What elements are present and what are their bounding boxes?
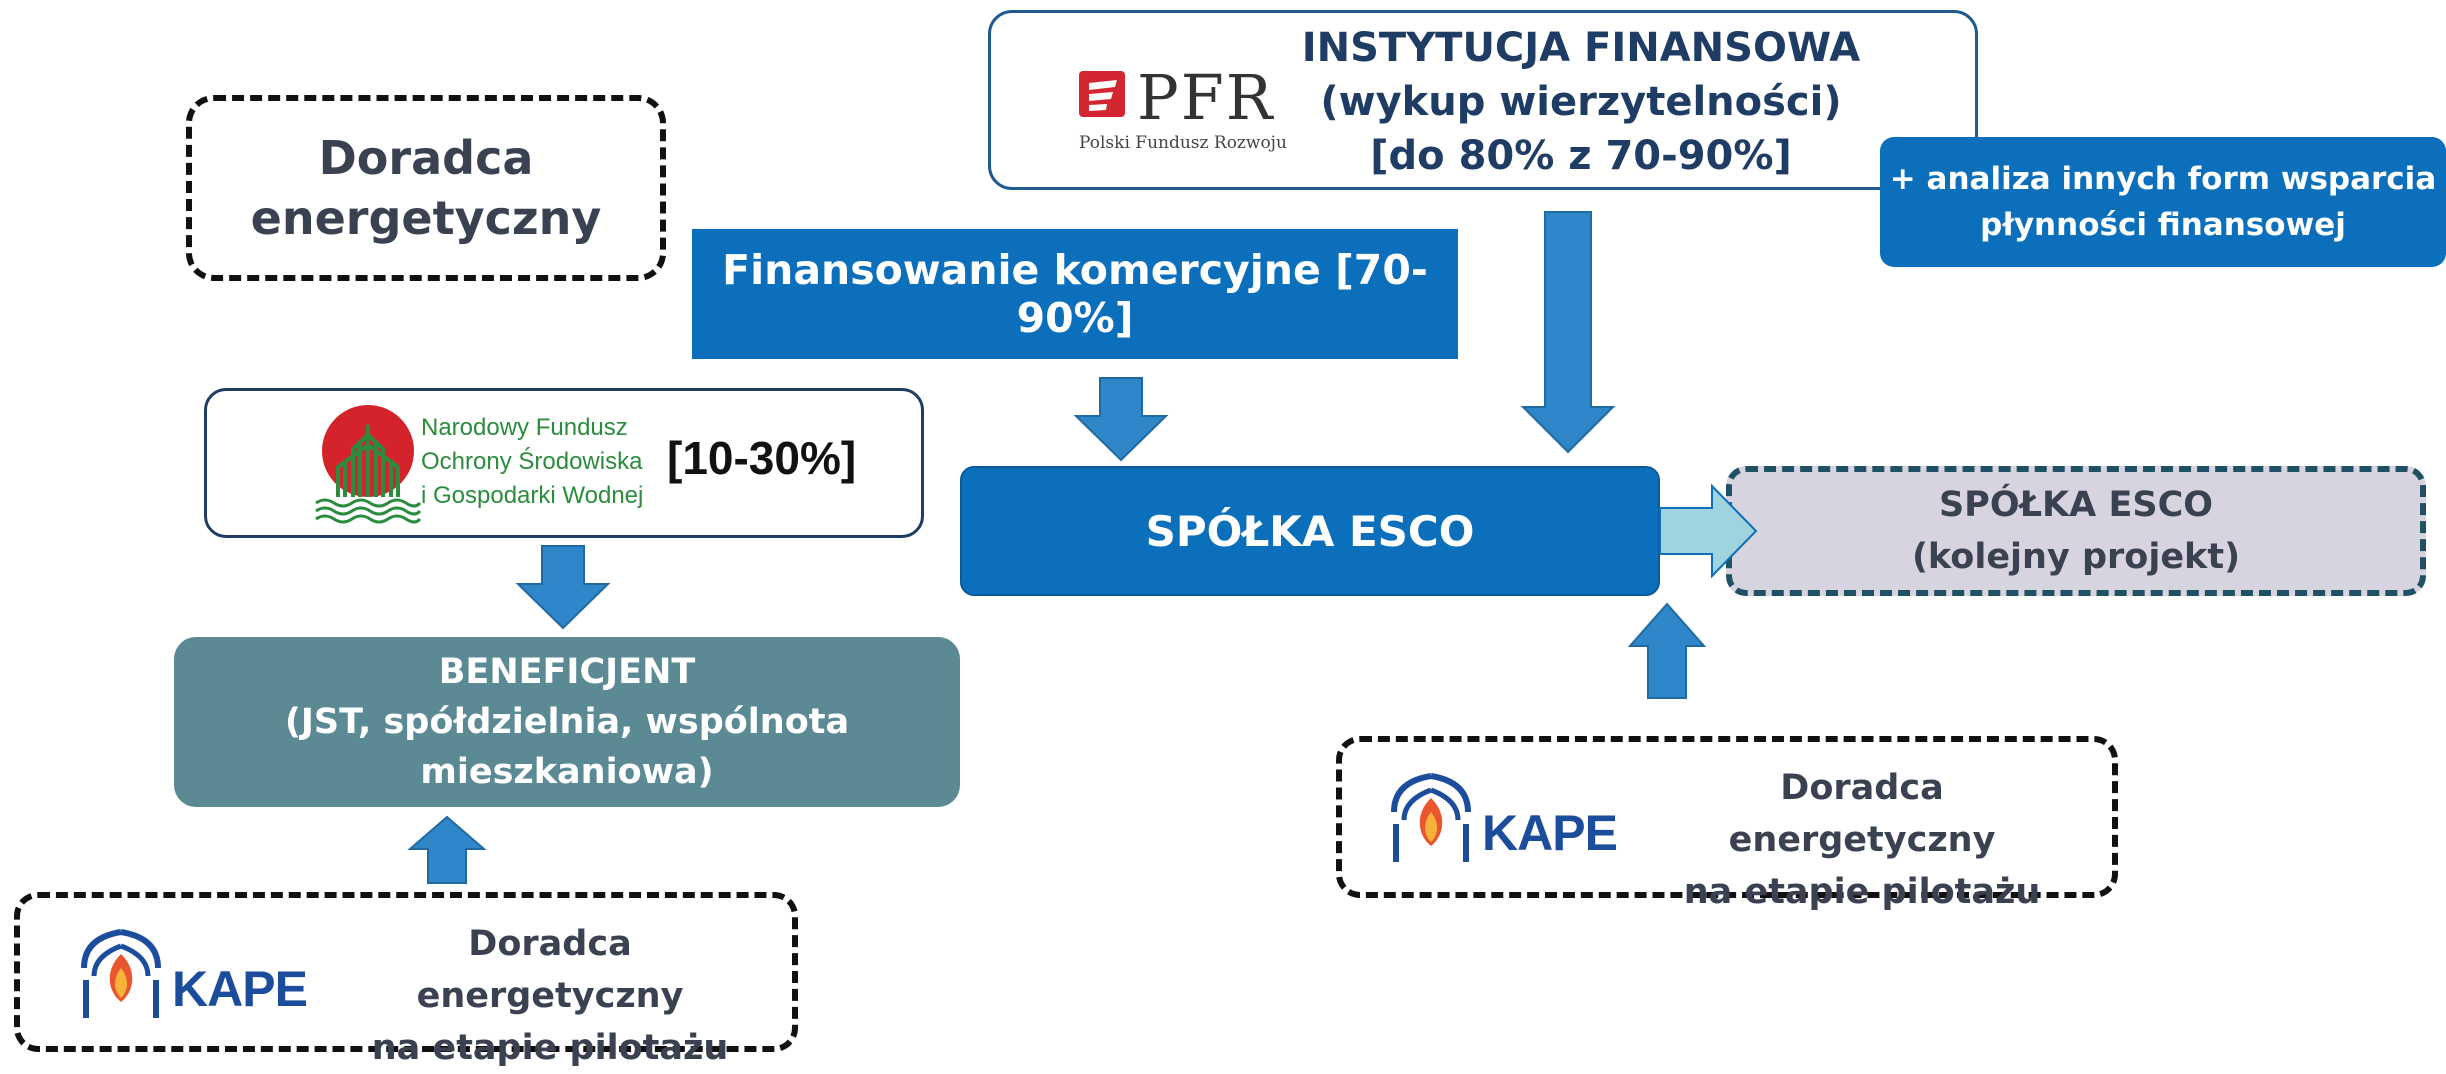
financial-institution-label: INSTYTUCJA FINANSOWA (wykup wierzytelnoś…: [1301, 25, 1861, 179]
advisor-top-label: Doradca energetyczny: [250, 131, 602, 245]
esco-box: SPÓŁKA ESCO: [960, 466, 1660, 596]
commercial-financing-label: Finansowanie komercyjne [70-90%]: [722, 246, 1428, 342]
arrow-kape-to-beneficiary: [407, 815, 487, 884]
arrow-nfosigw-to-beneficiary: [515, 545, 611, 630]
kape-left-label: Doradca energetyczny na etapie pilotażu: [371, 924, 729, 1068]
kape-right-label: Doradca energetyczny na etapie pilotażu: [1683, 768, 2041, 912]
nfosigw-logo-line3: i Gospodarki Wodnej: [421, 482, 644, 509]
beneficiary-box: BENEFICJENT (JST, spółdzielnia, wspólnot…: [174, 637, 960, 807]
liquidity-analysis-label: + analiza innych form wsparcia płynności…: [1889, 161, 2437, 243]
kape-right-box: KAPE Doradca energetyczny na etapie pilo…: [1336, 736, 2118, 912]
nfosigw-logo-line1: Narodowy Fundusz: [421, 414, 628, 441]
pfr-logo-mark: PFR: [1137, 61, 1275, 134]
arrow-kape-to-esco: [1627, 602, 1707, 699]
beneficiary-label: BENEFICJENT (JST, spółdzielnia, wspólnot…: [284, 652, 850, 792]
kape-logo-icon: [81, 929, 161, 1018]
nfosigw-logo-line2: Ochrony Środowiska: [421, 448, 643, 475]
arrow-pfr-to-esco: [1520, 211, 1616, 454]
financial-institution-box: PFR Polski Fundusz Rozwoju INSTYTUCJA FI…: [988, 10, 1978, 190]
nfosigw-logo-text: Narodowy Fundusz Ochrony Środowiska i Go…: [421, 411, 643, 513]
pfr-logo-caption: Polski Fundusz Rozwoju: [1079, 133, 1287, 153]
nfosigw-logo-icon: [315, 405, 422, 524]
esco-next-box: SPÓŁKA ESCO (kolejny projekt): [1726, 466, 2426, 596]
kape-left-logo-text: KAPE: [172, 961, 308, 1017]
kape-logo-icon: [1391, 773, 1471, 862]
esco-next-label: SPÓŁKA ESCO (kolejny projekt): [1911, 485, 2241, 577]
pfr-logo-icon: [1079, 71, 1125, 117]
nfosigw-box: Narodowy Fundusz Ochrony Środowiska i Go…: [204, 388, 924, 538]
liquidity-analysis-box: + analiza innych form wsparcia płynności…: [1880, 137, 2446, 267]
pfr-logo: PFR Polski Fundusz Rozwoju: [1079, 61, 1287, 153]
arrow-commercial-to-esco: [1073, 377, 1169, 462]
esco-label: SPÓŁKA ESCO: [1145, 506, 1475, 556]
commercial-financing-box: Finansowanie komercyjne [70-90%]: [692, 229, 1458, 359]
arrow-esco-to-next-project: [1659, 483, 1758, 579]
advisor-top-box: Doradca energetyczny: [186, 95, 666, 281]
nfosigw-share: [10-30%]: [667, 432, 857, 484]
kape-right-logo-text: KAPE: [1482, 805, 1618, 861]
kape-left-box: KAPE Doradca energetyczny na etapie pilo…: [14, 892, 798, 1068]
